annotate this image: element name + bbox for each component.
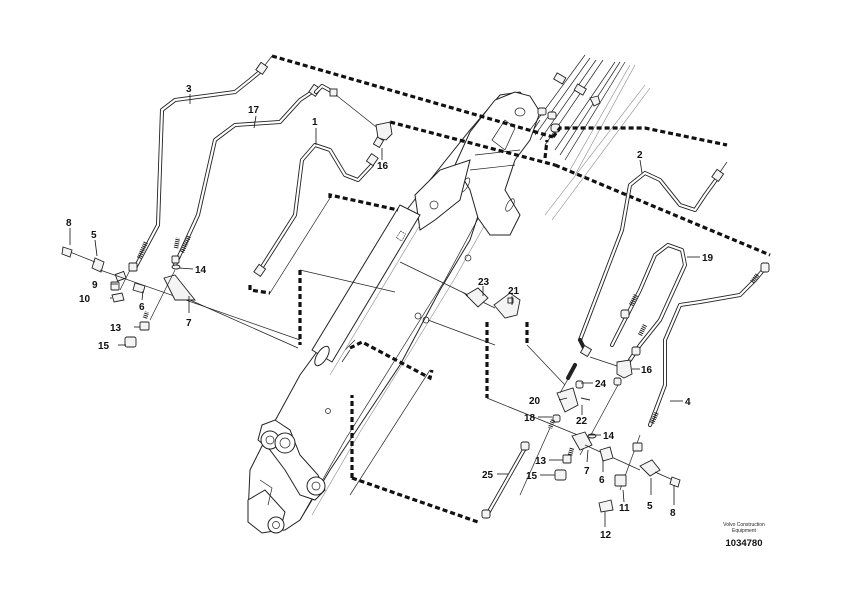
callout-3: 3 (186, 84, 192, 95)
manufacturer-line-2: Equipment (732, 528, 756, 534)
callout-6-right: 6 (599, 475, 605, 486)
dashed-hose-routes (189, 54, 771, 524)
callout-17: 17 (248, 105, 260, 116)
hose-1 (253, 143, 379, 278)
callout-14-right: 14 (603, 431, 615, 442)
callout-labels: 1 2 3 4 5 5 6 6 7 7 8 8 9 10 11 12 13 13… (66, 84, 714, 541)
document-number: 1034780 (725, 538, 763, 549)
callout-12: 12 (600, 530, 612, 541)
callout-16-left: 16 (377, 161, 389, 172)
callout-2: 2 (637, 150, 643, 161)
hose-4 (648, 262, 770, 427)
manufacturer-label: Volvo Construction Equipment (704, 522, 784, 534)
callout-21: 21 (508, 286, 520, 297)
callout-13-right: 13 (535, 456, 547, 467)
callout-9: 9 (92, 280, 98, 291)
callout-11: 11 (619, 503, 630, 514)
hose-19 (610, 243, 687, 362)
callout-16-right: 16 (641, 365, 653, 376)
callout-24: 24 (595, 379, 607, 390)
hose-3 (133, 55, 273, 270)
callout-14-left: 14 (195, 265, 207, 276)
callout-4: 4 (685, 397, 691, 408)
callout-13-left: 13 (110, 323, 122, 334)
manufacturer-line-1: Volvo Construction (723, 522, 765, 528)
callout-5-right: 5 (647, 501, 653, 512)
callout-10: 10 (79, 294, 91, 305)
right-fitting-cluster (554, 431, 681, 513)
hose-25 (481, 441, 530, 519)
hose-2 (578, 161, 728, 358)
callout-18: 18 (524, 413, 536, 424)
boom-arm (247, 91, 541, 534)
callout-5-left: 5 (91, 230, 97, 241)
callout-22: 22 (576, 416, 588, 427)
callout-20: 20 (529, 396, 541, 407)
center-fitting-cluster (414, 287, 591, 496)
hose-17 (173, 83, 381, 267)
left-fitting-cluster (61, 237, 301, 348)
callout-8-right: 8 (670, 508, 676, 519)
callout-23: 23 (478, 277, 490, 288)
callout-25: 25 (482, 470, 494, 481)
callout-1: 1 (312, 117, 318, 128)
callout-7-left: 7 (186, 318, 192, 329)
leader-lines (69, 94, 700, 527)
tee-fitting-16-left (372, 121, 393, 149)
callout-7-right: 7 (584, 466, 590, 477)
callout-15-left: 15 (98, 341, 110, 352)
callout-19: 19 (702, 253, 714, 264)
callout-15-right: 15 (526, 471, 538, 482)
callout-6-left: 6 (139, 302, 145, 313)
boom-upper (529, 54, 651, 221)
callout-8-left: 8 (66, 218, 72, 229)
